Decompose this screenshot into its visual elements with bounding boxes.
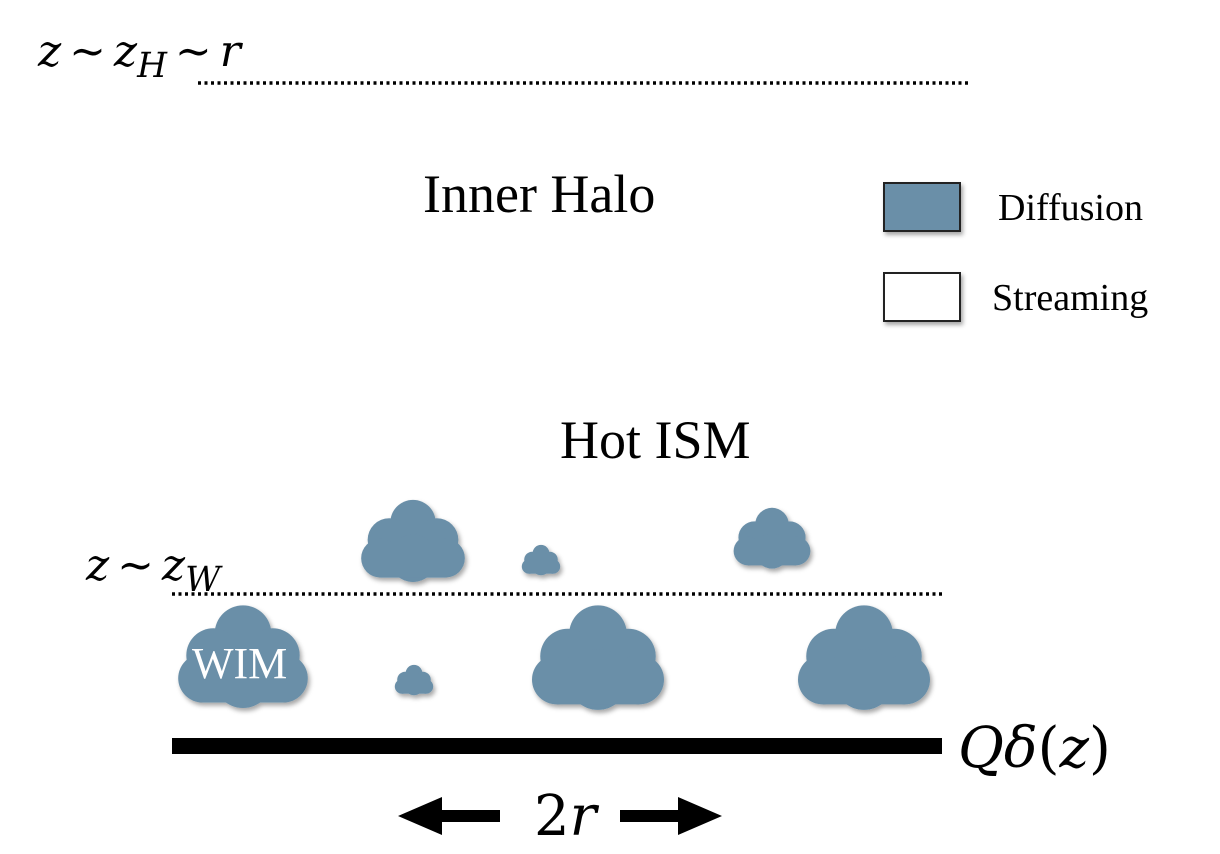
legend-streaming-label: Streaming: [992, 277, 1149, 319]
halo-height-zh-subscript: H: [137, 45, 167, 86]
wim-height-zw: z: [161, 540, 186, 591]
cloud-upper-small: [521, 544, 561, 576]
legend-diffusion-swatch: [883, 182, 961, 232]
source-disk-bar: [172, 738, 942, 754]
wim-height-label: z∼zW: [86, 538, 221, 600]
source-z: z: [1059, 716, 1090, 781]
cloud-lower-middle: [532, 605, 664, 710]
halo-height-label: z∼zH∼r: [38, 24, 241, 86]
legend-diffusion-label: Diffusion: [998, 187, 1143, 229]
source-label: Qδ(z): [958, 716, 1111, 782]
halo-height-z: z: [38, 26, 62, 77]
wim-height-z: z: [86, 540, 110, 591]
wim-height-zw-subscript: W: [185, 559, 221, 600]
cloud-lower-small: [394, 664, 434, 696]
halo-height-r: r: [219, 26, 241, 77]
right-arrow-icon: [620, 797, 722, 835]
cloud-lower-right: [798, 605, 930, 710]
hot-ism-label: Hot ISM: [560, 410, 751, 470]
halo-height-sim-2: ∼: [174, 26, 212, 77]
scale-two: 2: [534, 784, 570, 849]
halo-height-zh: z: [113, 26, 138, 77]
legend-streaming-swatch: [883, 272, 961, 322]
cloud-upper-right: [733, 507, 811, 569]
source-q: Q: [958, 716, 1004, 781]
source-open-paren: (: [1037, 716, 1060, 781]
left-arrow-icon: [398, 797, 500, 835]
scale-label: 2r: [534, 786, 596, 848]
inner-halo-label: Inner Halo: [423, 164, 656, 224]
scale-r: r: [569, 784, 597, 849]
halo-height-sim-1: ∼: [69, 26, 106, 77]
source-close-paren: ): [1089, 716, 1111, 781]
wim-cloud-label: WIM: [192, 639, 288, 688]
cloud-upper-left: [361, 499, 465, 582]
clouds: [178, 499, 930, 710]
scale-arrows: [398, 797, 722, 835]
source-delta: δ: [1003, 716, 1038, 781]
wim-height-sim: ∼: [117, 540, 154, 591]
